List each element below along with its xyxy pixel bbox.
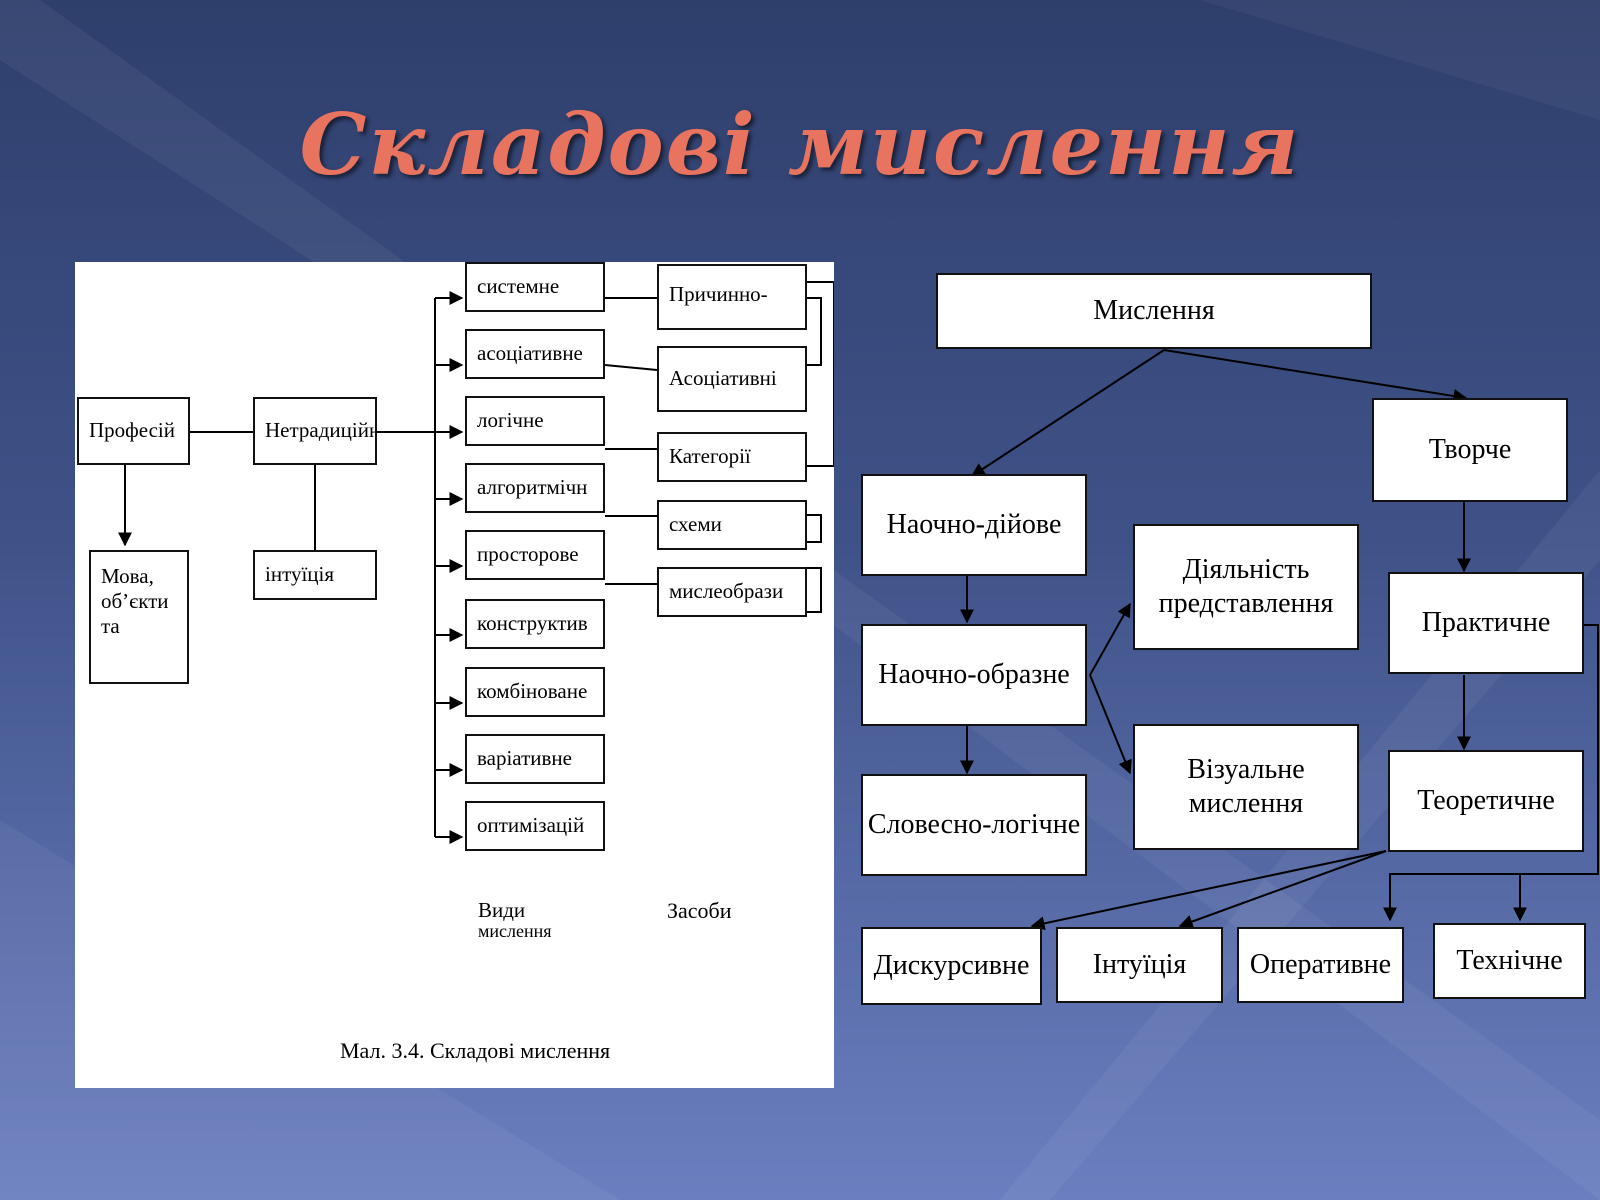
node-dyskursyvne: Дискурсивне xyxy=(861,927,1042,1005)
type-box-5: просторове xyxy=(465,530,605,580)
node-vizualne: Візуальне мислення xyxy=(1133,724,1359,850)
box-mova: Мова, об’єкти та xyxy=(89,550,189,684)
node-teoretychne: Теоретичне xyxy=(1388,750,1584,852)
figure-caption: Мал. 3.4. Складові мислення xyxy=(340,1038,611,1063)
means-box-4: схеми xyxy=(657,500,807,550)
means-box-5: мислеобрази xyxy=(657,567,807,617)
type-box-2: асоціативне xyxy=(465,329,605,379)
label-types: Види xyxy=(478,898,526,922)
type-box-3: логічне xyxy=(465,396,605,446)
node-operatyvne: Оперативне xyxy=(1237,927,1404,1003)
type-box-1: системне xyxy=(465,262,605,312)
means-box-1: Причинно- xyxy=(657,264,807,330)
slide-title: Складові мислення xyxy=(299,95,1301,194)
box-netradytsiini: Нетрадиційн xyxy=(253,397,377,465)
left-diagram-panel: Професій Нетрадиційн Мова, об’єкти та ін… xyxy=(75,262,834,1088)
node-tekhnichne: Технічне xyxy=(1433,923,1586,999)
node-naochno-obrazne: Наочно-образне xyxy=(861,624,1087,726)
label-means: Засоби xyxy=(667,898,732,923)
type-box-4: алгоритмічн xyxy=(465,463,605,513)
box-profesii: Професій xyxy=(77,397,190,465)
node-myslennia: Мислення xyxy=(936,273,1372,349)
means-box-2: Асоціативні xyxy=(657,346,807,412)
type-box-6: конструктив xyxy=(465,599,605,649)
means-box-3: Категорії xyxy=(657,432,807,482)
node-praktychne: Практичне xyxy=(1388,572,1584,674)
type-box-7: комбіноване xyxy=(465,667,605,717)
left-diagram-connectors xyxy=(118,281,834,844)
node-diialnist: Діяльність представлення xyxy=(1133,524,1359,650)
label-types-2: мислення xyxy=(478,921,552,937)
type-box-9: оптимізацій xyxy=(465,801,605,851)
node-tvorche: Творче xyxy=(1372,398,1568,502)
node-naochno-diiove: Наочно-дійове xyxy=(861,474,1087,576)
box-intuitsiia: інтуїція xyxy=(253,550,377,600)
node-intuitsiia: Інтуїція xyxy=(1056,927,1223,1003)
node-slovesno-logichne: Словесно-логічне xyxy=(861,774,1087,876)
type-box-8: варіативне xyxy=(465,734,605,784)
